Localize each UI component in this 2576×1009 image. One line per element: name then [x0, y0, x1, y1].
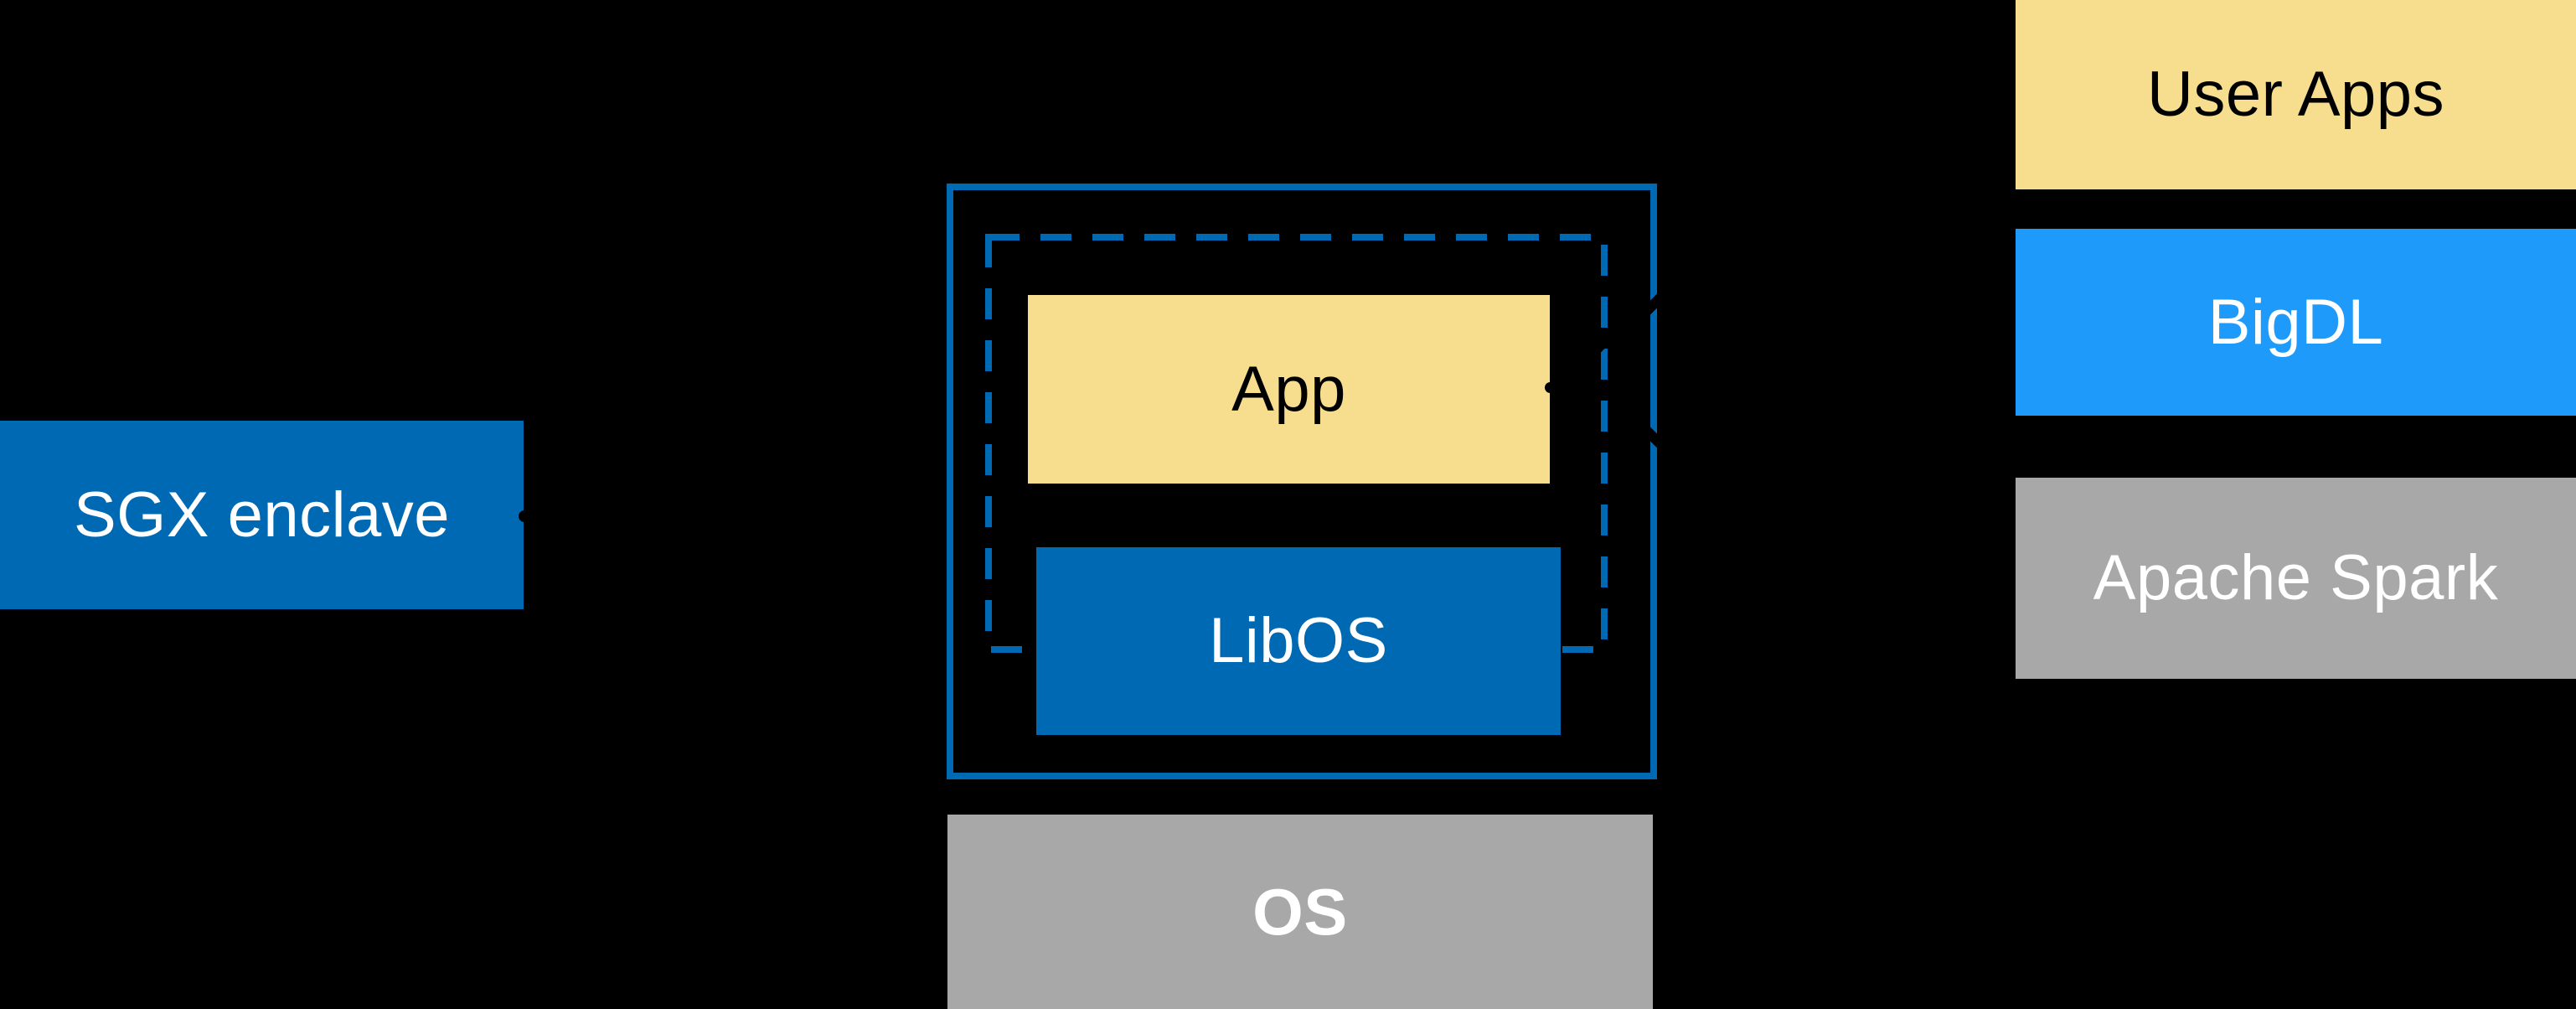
- libos-label: LibOS: [1209, 605, 1388, 676]
- arrowhead-dot-app-edge: [1545, 382, 1556, 393]
- sgx-enclave-box: SGX enclave: [0, 421, 524, 609]
- arrowhead-dot-sgx-edge: [519, 510, 530, 522]
- app-box: App: [1028, 295, 1550, 484]
- os-box: OS: [947, 815, 1653, 1009]
- apache-spark-label: Apache Spark: [2093, 542, 2499, 613]
- sgx-enclave-label: SGX enclave: [73, 479, 451, 551]
- libos-box: LibOS: [1036, 547, 1561, 735]
- app-label: App: [1231, 353, 1346, 425]
- user-apps-label: User Apps: [2146, 59, 2445, 130]
- user-apps-box: User Apps: [2016, 0, 2576, 189]
- bigdl-box: BigDL: [2016, 229, 2576, 416]
- bigdl-label: BigDL: [2207, 286, 2384, 358]
- apache-spark-box: Apache Spark: [2016, 478, 2576, 679]
- process-boundary-rect: [947, 184, 1657, 779]
- os-label: OS: [1252, 875, 1348, 949]
